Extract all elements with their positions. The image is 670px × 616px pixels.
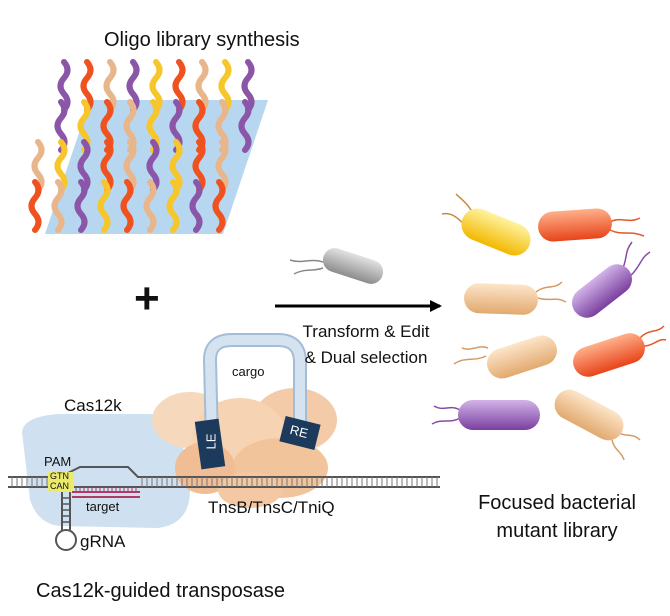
bacterium-orange-right bbox=[573, 325, 667, 377]
oligo-strand bbox=[212, 179, 226, 233]
oligo-strand bbox=[149, 59, 163, 113]
oligo-strand bbox=[215, 139, 229, 193]
target-label: target bbox=[86, 499, 120, 514]
cas12k-label: Cas12k bbox=[64, 396, 122, 415]
input-bacterium-grey bbox=[289, 248, 384, 284]
oligo-strand bbox=[189, 179, 203, 233]
oligo-strand bbox=[57, 59, 71, 113]
bacterium-peach-3 bbox=[554, 389, 641, 461]
bacterium-orange-top bbox=[538, 208, 645, 242]
oligo-strand bbox=[218, 59, 232, 113]
bacterium-peach-1 bbox=[464, 281, 567, 315]
library-label-line1: Focused bacterial bbox=[478, 492, 636, 514]
oligo-strand bbox=[172, 59, 186, 113]
re-box bbox=[279, 416, 321, 450]
oligo-strand bbox=[31, 139, 45, 193]
grna-hairpin bbox=[55, 492, 77, 551]
oligo-strand bbox=[123, 139, 137, 193]
bacterium-purple-right bbox=[572, 241, 651, 318]
oligo-strand bbox=[146, 139, 160, 193]
plus-symbol: + bbox=[134, 274, 160, 323]
arrow-label-line1: Transform & Edit bbox=[302, 322, 430, 341]
arrow-label-line2: & Dual selection bbox=[304, 348, 428, 367]
cas12k-complex bbox=[8, 333, 440, 551]
le-box bbox=[194, 418, 226, 470]
cas12k-body bbox=[22, 414, 190, 528]
oligo-strand bbox=[120, 179, 134, 233]
pam-box bbox=[48, 472, 74, 492]
cargo-label: cargo bbox=[232, 364, 265, 379]
oligo-strand bbox=[100, 139, 114, 193]
oligo-strand bbox=[28, 179, 42, 233]
oligo-strand bbox=[169, 139, 183, 193]
oligo-strand bbox=[143, 179, 157, 233]
oligo-strand bbox=[195, 59, 209, 113]
oligo-strand bbox=[74, 179, 88, 233]
can-label: CAN bbox=[50, 481, 70, 491]
grna-label: gRNA bbox=[80, 532, 126, 551]
oligo-strand bbox=[77, 139, 91, 193]
oligo-title: Oligo library synthesis bbox=[104, 29, 300, 51]
pam-label: PAM bbox=[44, 454, 72, 469]
oligo-strand bbox=[103, 59, 117, 113]
oligo-strand bbox=[166, 179, 180, 233]
bacterium-yellow bbox=[441, 193, 531, 256]
le-label: LE bbox=[203, 433, 219, 450]
oligo-strand bbox=[80, 59, 94, 113]
oligo-strand bbox=[54, 139, 68, 193]
oligo-strands bbox=[28, 59, 255, 233]
caption: Cas12k-guided transposase bbox=[36, 580, 286, 602]
oligo-strand bbox=[238, 99, 252, 153]
oligo-strand bbox=[126, 59, 140, 113]
bacterium-peach-2 bbox=[453, 335, 557, 379]
bacterium-purple-bottom bbox=[431, 400, 540, 430]
oligo-strand bbox=[51, 179, 65, 233]
tns-label: TnsB/TnsC/TniQ bbox=[208, 498, 335, 517]
library-label-line2: mutant library bbox=[496, 520, 618, 542]
oligo-strand bbox=[192, 139, 206, 193]
gtn-label: GTN bbox=[50, 471, 69, 481]
oligo-strand bbox=[241, 59, 255, 113]
dna-duplex bbox=[8, 466, 440, 488]
oligo-strand bbox=[97, 179, 111, 233]
